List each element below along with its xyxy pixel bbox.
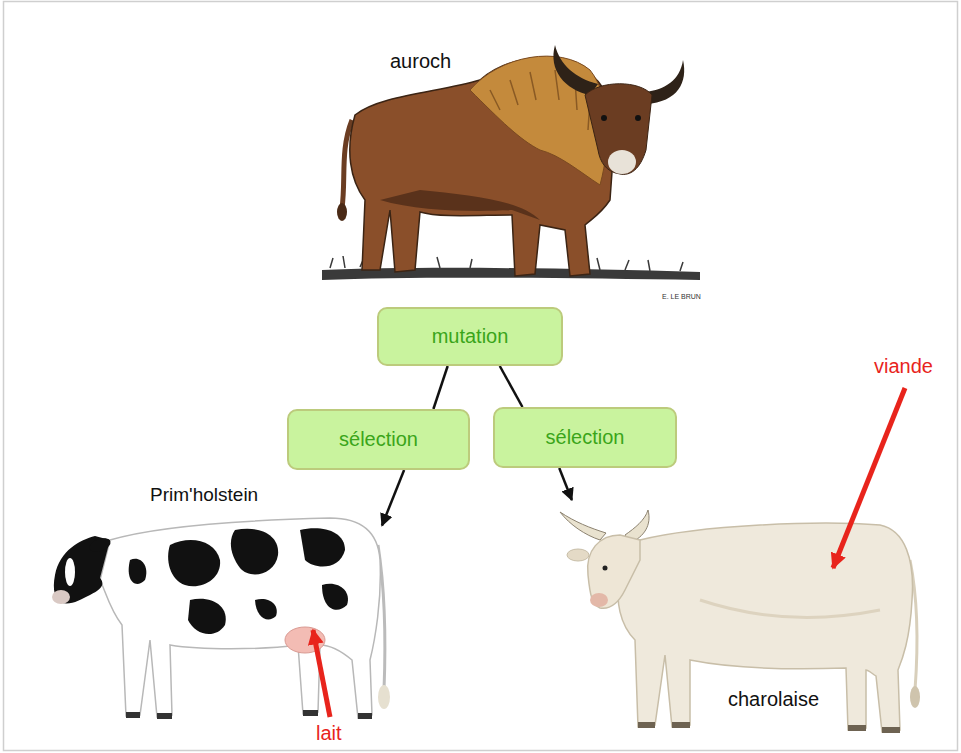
animal-figure: auroch (315, 28, 710, 278)
animal-figure: Prim'holstein (48, 482, 382, 737)
connector (382, 470, 404, 525)
head (585, 84, 652, 175)
label-holder: E. LE BRUN (662, 285, 701, 303)
animal-figure: charolaise (545, 500, 920, 745)
product-label: viande (874, 355, 933, 378)
muzzle (590, 593, 608, 607)
eye (603, 566, 608, 571)
signature: E. LE BRUN (662, 293, 701, 300)
belly-shade (380, 190, 540, 220)
patch (300, 528, 345, 566)
connector (500, 366, 523, 407)
figure-label: Prim'holstein (150, 484, 258, 506)
tail-tuft (337, 203, 347, 221)
label-holder: lait (316, 722, 342, 745)
figure-label: auroch (390, 50, 451, 73)
connector (559, 468, 572, 500)
patch (231, 529, 278, 575)
tail-tuft (378, 685, 390, 709)
box-label: sélection (546, 426, 625, 449)
process-box: sélection (493, 407, 677, 468)
patch (322, 584, 348, 610)
auroch-drawing (322, 45, 700, 280)
horn (560, 512, 606, 540)
eye (601, 115, 607, 121)
head (588, 535, 640, 608)
charolaise-drawing (560, 510, 920, 733)
body (618, 523, 912, 732)
process-box: mutation (377, 307, 563, 366)
patch (255, 599, 277, 620)
muzzle (608, 150, 636, 174)
hooves (126, 710, 372, 719)
patch (129, 559, 147, 584)
holstein-drawing (52, 518, 390, 719)
horn (553, 45, 598, 95)
mane (470, 56, 607, 185)
eye (635, 115, 641, 121)
box-label: sélection (339, 428, 418, 451)
frame (4, 2, 958, 751)
box-label: mutation (432, 325, 509, 348)
patch (168, 540, 220, 586)
shading (700, 600, 880, 617)
leader-arrow (833, 388, 905, 568)
ear (567, 549, 589, 561)
ear (88, 536, 113, 555)
tail-tuft (910, 686, 920, 708)
body (100, 518, 380, 718)
patch (188, 599, 226, 634)
muzzle (52, 590, 70, 604)
connector (433, 366, 447, 409)
process-box: sélection (287, 409, 470, 470)
blaze (65, 558, 75, 586)
product-label: lait (316, 722, 342, 745)
figure-label: charolaise (728, 688, 819, 711)
hooves (638, 722, 900, 733)
grass (330, 256, 683, 271)
label-holder: viande (874, 355, 933, 378)
leader-arrow (313, 630, 330, 717)
